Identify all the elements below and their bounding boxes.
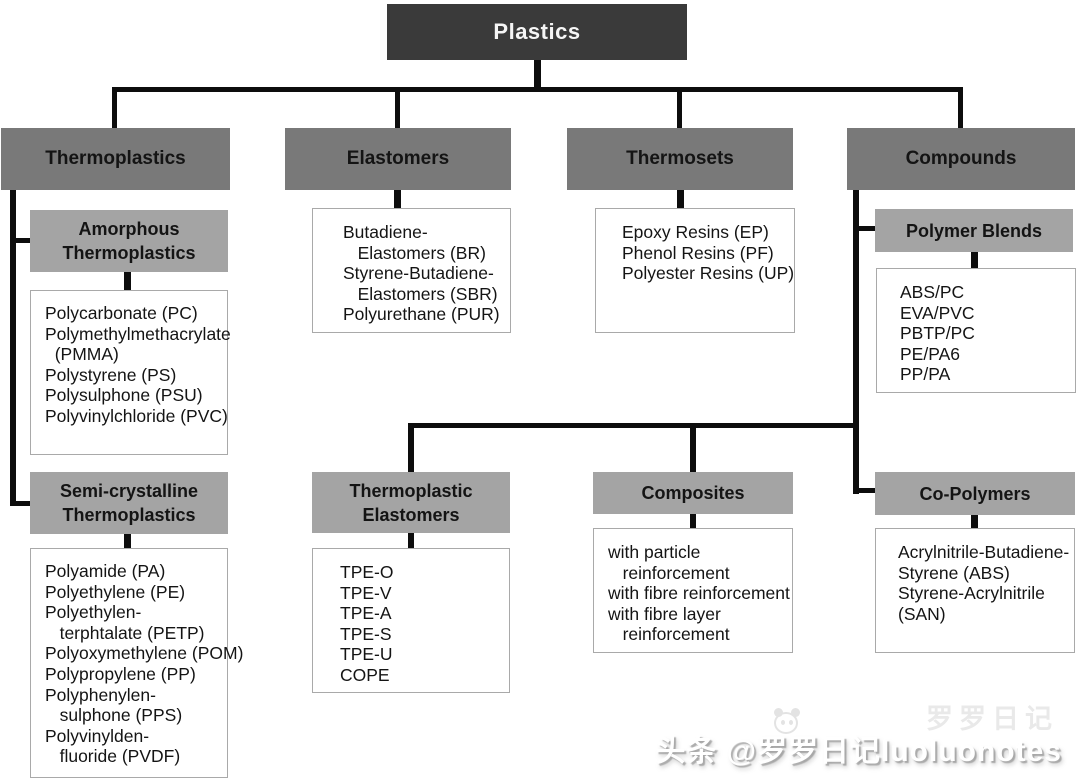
list-line: Polyurethane (PUR)	[343, 304, 500, 325]
connector-semicrystalline-riser	[124, 533, 131, 549]
list-line: Styrene-Acrylnitrile	[898, 583, 1045, 604]
connector-tpe-riser	[408, 532, 414, 549]
node-plastics: Plastics	[387, 4, 687, 60]
node-semi-crystalline-thermoplastics: Semi-crystalline Thermoplastics	[30, 472, 228, 534]
connector-drop-elastomers	[395, 87, 400, 128]
list-line: Polypropylene (PP)	[45, 663, 196, 684]
connector-amorphous-riser	[124, 271, 131, 291]
list-line: PP/PA	[900, 364, 951, 385]
list-line: TPE-V	[340, 582, 392, 603]
node-compounds: Compounds	[847, 128, 1075, 190]
connector-drop-thermoplastics	[112, 87, 117, 128]
connector-top-bar	[112, 87, 963, 92]
list-line: reinforcement	[608, 562, 730, 583]
node-amorphous-thermoplastics: Amorphous Thermoplastics	[30, 210, 228, 272]
connector-elastomers-riser	[394, 189, 401, 209]
connector-tpe-drop	[408, 423, 414, 473]
connector-polymer-blends-riser	[971, 251, 978, 269]
list-line: Elastomers (SBR)	[343, 283, 498, 304]
list-line: Styrene-Butadiene-	[343, 263, 494, 284]
node-thermoplastics: Thermoplastics	[1, 128, 230, 190]
list-line: Polyethylene (PE)	[45, 581, 186, 602]
list-line: Phenol Resins (PF)	[622, 242, 774, 263]
connector-compounds-rail	[853, 189, 859, 494]
list-line: Polyamide (PA)	[45, 561, 166, 581]
connector-drop-thermosets	[677, 87, 682, 128]
node-polymer-blends: Polymer Blends	[875, 209, 1073, 252]
watermark-logo-icon	[772, 708, 802, 734]
watermark-text: 头条 @罗罗日记luoluonotes	[655, 735, 1062, 768]
list-line: PE/PA6	[900, 343, 960, 364]
connector-thermosets-riser	[677, 189, 684, 209]
list-line: Polyoxymethylene (POM)	[45, 643, 244, 664]
node-elastomers: Elastomers	[285, 128, 511, 190]
list-line: Polyphenylen-	[45, 684, 156, 705]
list-line: Polymethylmethacrylate	[45, 323, 231, 344]
list-line: (PMMA)	[45, 344, 119, 365]
list-line: Polysulphone (PSU)	[45, 385, 203, 406]
connector-composites-riser	[690, 513, 696, 529]
list-line: Styrene (ABS)	[898, 562, 1010, 583]
list-line: Polystyrene (PS)	[45, 364, 177, 385]
list-line: terphtalate (PETP)	[45, 622, 205, 643]
list-line: Butadiene-	[343, 222, 428, 242]
list-line: Polycarbonate (PC)	[45, 303, 198, 323]
list-line: Polyvinylden-	[45, 725, 150, 746]
list-line: TPE-S	[340, 623, 392, 644]
node-composites: Composites	[593, 472, 793, 514]
connector-stub-polymer-blends	[853, 226, 876, 231]
list-line: PBTP/PC	[900, 323, 975, 344]
list-line: Polyethylen-	[45, 602, 142, 623]
list-line: with fibre reinforcement	[608, 583, 790, 604]
connector-drop-compounds	[958, 87, 963, 128]
node-thermosets: Thermosets	[567, 128, 793, 190]
list-line: Acrylnitrile-Butadiene-	[898, 542, 1070, 562]
connector-thermoplastics-rail	[10, 189, 16, 506]
connector-mid-bar	[408, 423, 858, 428]
list-line: EVA/PVC	[900, 302, 975, 323]
list-line: fluoride (PVDF)	[45, 746, 181, 767]
list-line: COPE	[340, 664, 390, 685]
node-thermoplastic-elastomers: Thermoplastic Elastomers	[312, 472, 510, 533]
list-amorphous-thermoplastics: Polycarbonate (PC)Polymethylmethacrylate…	[30, 290, 231, 455]
list-line: TPE-A	[340, 603, 392, 624]
list-line: Elastomers (BR)	[343, 242, 486, 263]
connector-stub-amorphous	[10, 238, 31, 243]
list-line: ABS/PC	[900, 282, 965, 302]
list-line: with particle	[608, 542, 701, 562]
list-line: Polyvinylchloride (PVC)	[45, 405, 228, 426]
list-line: TPE-O	[340, 562, 394, 582]
connector-stub-semicrystalline	[10, 501, 31, 506]
list-semi-crystalline-thermoplastics: Polyamide (PA)Polyethylene (PE)Polyethyl…	[30, 548, 244, 778]
node-co-polymers: Co-Polymers	[875, 472, 1075, 515]
watermark-ghost-text: 罗罗日记	[926, 704, 1058, 734]
list-line: with fibre layer	[608, 603, 721, 624]
list-line: (SAN)	[898, 603, 946, 624]
list-line: reinforcement	[608, 624, 730, 645]
list-co-polymers: Acrylnitrile-Butadiene-Styrene (ABS)Styr…	[875, 528, 1075, 653]
connector-root-riser	[534, 60, 541, 90]
list-line: Polyester Resins (UP)	[622, 263, 795, 284]
list-thermosets: Epoxy Resins (EP)Phenol Resins (PF)Polye…	[595, 208, 795, 333]
list-elastomers: Butadiene- Elastomers (BR)Styrene-Butadi…	[312, 208, 511, 333]
connector-co-polymers-riser	[971, 514, 978, 529]
connector-composites-drop	[690, 423, 696, 473]
list-line: TPE-U	[340, 644, 393, 665]
list-line: sulphone (PPS)	[45, 705, 183, 726]
list-line: Epoxy Resins (EP)	[622, 222, 769, 242]
connector-stub-co-polymers	[853, 488, 876, 493]
